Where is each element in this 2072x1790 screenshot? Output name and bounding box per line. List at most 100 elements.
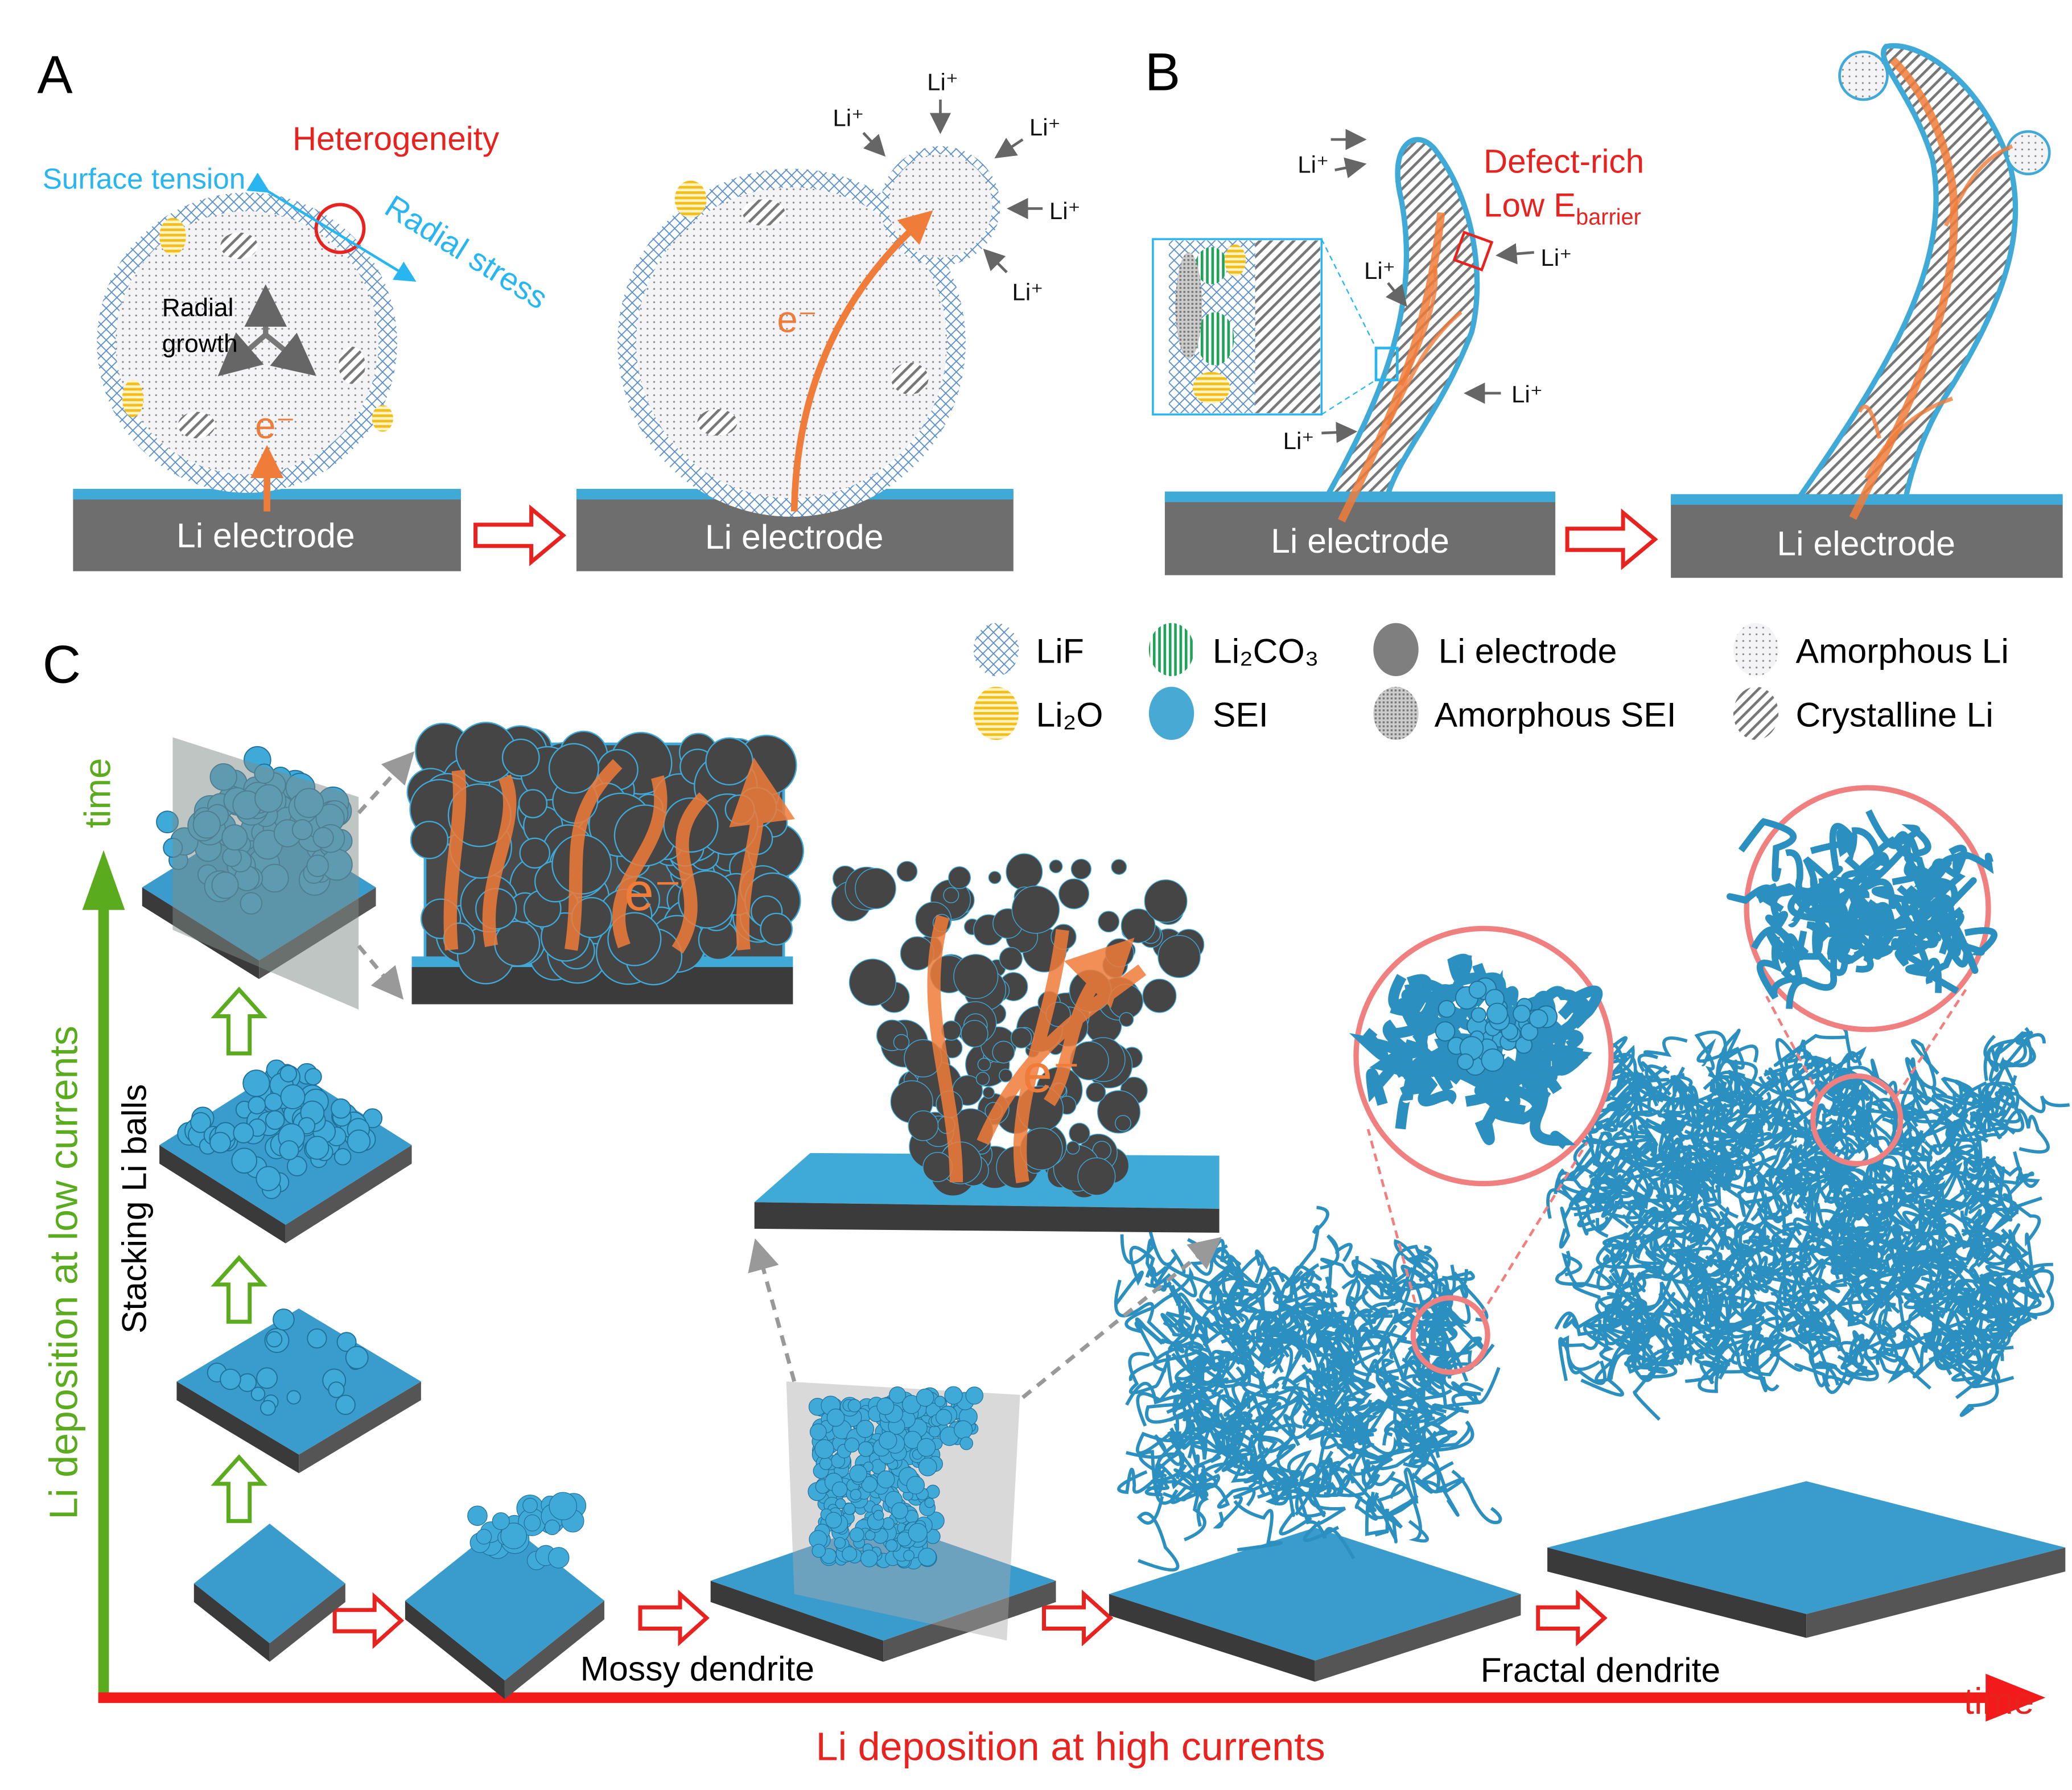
li-ion-label: Li⁺ (1364, 257, 1395, 284)
li-filament (1407, 1245, 1468, 1301)
panel-c: C LiF Li₂CO₃ Li electrode Amorphous Li L… (41, 623, 2070, 1768)
li-grain (705, 737, 753, 785)
li-ball (248, 1096, 266, 1114)
li-grain (1144, 879, 1188, 923)
electrode-label: Li electrode (176, 516, 355, 555)
substrate-slab (1109, 1528, 1521, 1682)
li-grain (943, 887, 959, 903)
li-filament (1907, 906, 1979, 974)
li-filament (1588, 1142, 1634, 1204)
li-filament (1216, 1330, 1251, 1387)
li-grain (908, 1110, 939, 1141)
li-filament (1987, 1160, 2022, 1206)
li-filament (1165, 1309, 1212, 1349)
li-filament (1188, 1407, 1212, 1492)
li2o-patch (372, 405, 393, 432)
li-filament (1836, 1265, 1888, 1322)
li-filament (1729, 1287, 1765, 1339)
slab-side (285, 1145, 412, 1244)
li-filament (1689, 1211, 1740, 1244)
li-filament (1985, 1262, 2053, 1282)
li-filament (1814, 1222, 1855, 1244)
slab-side (299, 1381, 421, 1474)
li-filament (1616, 1077, 1670, 1138)
x-axis-arrowhead (1986, 1673, 2046, 1722)
li-filament (1685, 1365, 1728, 1393)
li-filament (1712, 1111, 1765, 1175)
li-filament (1196, 1448, 1264, 1484)
li-filament (1870, 1249, 1937, 1294)
sei-icon (1148, 686, 1194, 740)
legend-label: Amorphous Li (1796, 632, 2009, 670)
legend-label: Li electrode (1439, 632, 1617, 670)
li-filament (1645, 1236, 1686, 1270)
heterogeneity-label: Heterogeneity (293, 121, 500, 158)
li-grain (879, 1431, 897, 1450)
radial-stress-arrow (246, 172, 417, 282)
li-filament (1793, 1217, 1842, 1253)
li-filament (1849, 1268, 1888, 1315)
li-grain (500, 1522, 527, 1549)
li-ion-label: Li⁺ (927, 69, 958, 96)
li-filament (1781, 1157, 1831, 1196)
li-filament (1855, 1224, 1902, 1261)
electrode-label: Li electrode (705, 517, 884, 556)
li2o-patch (159, 217, 186, 256)
li-ball (328, 1381, 345, 1398)
li-filament (1613, 1268, 1675, 1305)
li-filament (1949, 1183, 1998, 1206)
li-filament (1931, 1087, 1970, 1137)
li-filament (1320, 1234, 1353, 1270)
li-filament (1656, 1172, 1687, 1215)
li-filament (1894, 1202, 1940, 1241)
li-filament (1694, 1261, 1757, 1295)
li-filament (1922, 1237, 1992, 1273)
li-filament (1431, 1270, 1475, 1304)
li-filament (1684, 1155, 1739, 1219)
stacked-cross-section: e⁻ (172, 722, 803, 1010)
li-filament (1829, 893, 1884, 963)
li-filament (1773, 932, 1856, 976)
li-filament (1983, 1035, 2036, 1068)
li-ball (1470, 1007, 1486, 1023)
li-filament (1221, 1454, 1249, 1476)
li-grain (881, 1517, 895, 1530)
li-filament (1559, 1319, 1602, 1371)
li-ball (209, 1131, 231, 1154)
li-filament (1703, 1315, 1765, 1367)
li-grain (814, 1439, 834, 1459)
stacking-li-balls-label: Stacking Li balls (115, 1084, 154, 1334)
li-filament (1793, 1143, 1856, 1187)
li-grain (1058, 878, 1090, 910)
li-filament (1378, 1338, 1406, 1387)
li-filament (1738, 818, 1797, 882)
li-filament (1877, 1103, 1928, 1141)
li-ball (1520, 1023, 1539, 1041)
li-filament (1802, 1103, 1860, 1155)
li-filament (1898, 1326, 1942, 1364)
li-filament (1799, 1176, 1833, 1218)
li-filament (1429, 1297, 1469, 1382)
li-grain (1049, 859, 1063, 874)
li-filament (1758, 1063, 1809, 1102)
li-grain (1011, 1027, 1032, 1049)
li-ball (331, 1098, 351, 1119)
li-filament (1376, 1377, 1429, 1418)
slab-side (159, 1145, 286, 1244)
li-grain (825, 1512, 842, 1529)
li-grain (1011, 885, 1060, 934)
li-grain (860, 1549, 878, 1567)
li-filament (1857, 1218, 1909, 1255)
li-filament (1864, 1273, 1910, 1316)
amorphous-sei-icon (1373, 686, 1419, 740)
li-filament (1856, 1261, 1904, 1305)
li-grain (1157, 935, 1201, 978)
li-bud (2005, 130, 2051, 176)
li-ball (1468, 981, 1487, 999)
li-filament (1901, 1039, 1939, 1109)
li-ion-label: Li⁺ (1029, 114, 1061, 141)
li-filament (1332, 1308, 1393, 1346)
li-filament (1637, 1036, 1688, 1072)
growth-arrow-right (263, 332, 316, 376)
